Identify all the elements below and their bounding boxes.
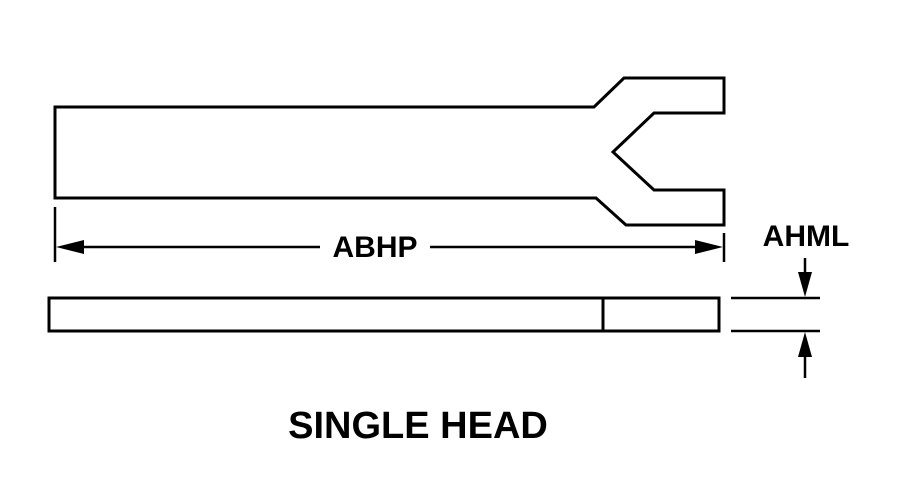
- wrench-top-view-outline: [53, 76, 726, 227]
- thickness-arrowhead-top: [798, 272, 812, 297]
- length-arrowhead-right: [695, 240, 723, 254]
- length-arrowhead-left: [56, 240, 84, 254]
- drawing-caption: SINGLE HEAD: [288, 405, 548, 447]
- thickness-dimension: AHML: [731, 220, 849, 378]
- wrench-side-view-outline: [47, 296, 721, 333]
- length-dimension: ABHP: [53, 207, 726, 264]
- length-dimension-label: ABHP: [332, 231, 417, 264]
- thickness-dimension-label: AHML: [763, 220, 850, 253]
- thickness-arrowhead-bottom: [798, 332, 812, 357]
